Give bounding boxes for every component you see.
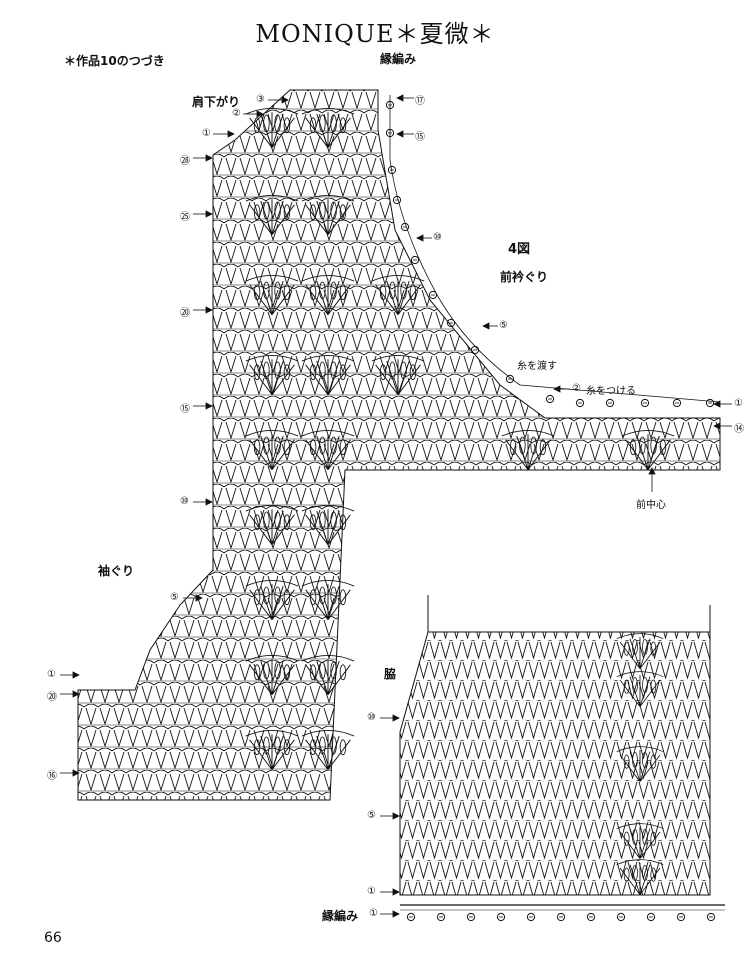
label-edging-bottom: 縁編み [322, 909, 359, 923]
row-marker: ⑯ [47, 771, 57, 782]
row-marker: ⑩ [433, 232, 442, 243]
row-marker: ② [572, 383, 581, 394]
row-marker: ⑤ [499, 320, 508, 331]
page-number: 66 [44, 930, 62, 946]
row-marker: ① [47, 669, 56, 680]
label-figure: 4図 [508, 242, 531, 257]
neck-edging [385, 95, 721, 408]
label-front-neck: 前衿ぐり [500, 270, 549, 284]
label-armhole: 袖ぐり [98, 564, 135, 578]
row-marker: ① [367, 886, 376, 897]
row-marker: ⑳ [47, 692, 57, 703]
row-marker: ⑩ [367, 712, 376, 723]
row-marker: ③ [256, 94, 265, 105]
row-marker: ⑮ [415, 132, 425, 143]
row-marker: ⑰ [415, 96, 425, 107]
row-arrows [60, 94, 732, 918]
row-marker: ㉕ [180, 212, 190, 223]
continuation-note: ＊作品10のつづき [64, 54, 165, 68]
row-marker: ① [202, 128, 211, 139]
page-title: MONIQUE＊夏微＊ [255, 20, 495, 48]
row-marker: ⑭ [734, 424, 744, 435]
label-edging-top: 縁編み [380, 52, 417, 66]
label-front-center: 前中心 [636, 500, 666, 511]
row-marker: ⑩ [180, 496, 189, 507]
body-chart-area [77, 89, 721, 801]
side-panel-area [399, 631, 711, 896]
row-marker: ⑮ [180, 404, 190, 415]
row-marker: ① [369, 908, 378, 919]
label-shoulder-decrease: 肩下がり [192, 95, 241, 109]
label-side: 脇 [384, 667, 397, 681]
label-attach-yarn: 糸をつける [586, 386, 636, 397]
row-marker: ㉘ [180, 156, 190, 167]
row-marker: ⑳ [180, 308, 190, 319]
bottom-edging [400, 904, 725, 922]
row-marker: ⑤ [367, 810, 376, 821]
label-pass-yarn: 糸を渡す [517, 361, 557, 372]
row-marker: ① [734, 398, 743, 409]
row-marker: ⑤ [170, 592, 179, 603]
row-marker: ② [232, 108, 241, 119]
